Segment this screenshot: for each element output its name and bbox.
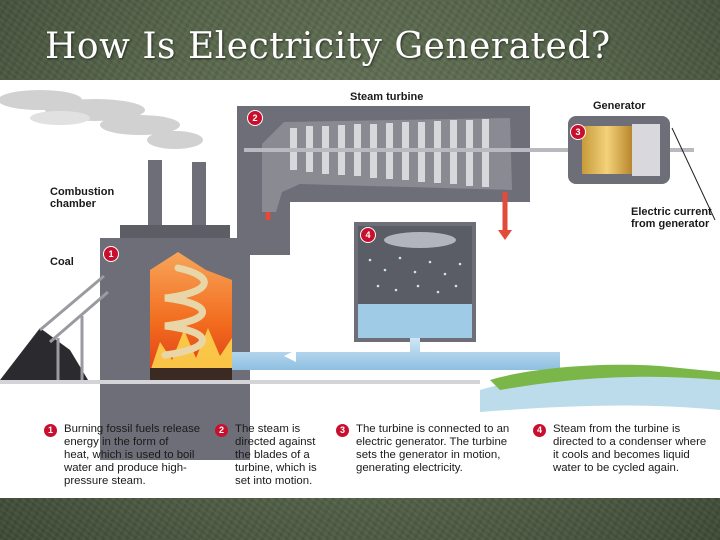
caption-number: 2	[215, 424, 228, 437]
diagram-panel: Steam turbine Generator Combustion chamb…	[0, 80, 720, 498]
generator	[568, 116, 716, 221]
badge-step-3: 3	[570, 124, 586, 140]
steam-turbine	[237, 106, 694, 255]
slide-title: How Is Electricity Generated?	[45, 26, 611, 67]
badge-step-2: 2	[247, 110, 263, 126]
caption-text: The steam is directed against the blades…	[235, 423, 317, 487]
label-combustion-chamber: Combustion chamber	[50, 186, 115, 210]
coal-pile	[0, 328, 88, 380]
caption-number: 4	[533, 424, 546, 437]
caption-text: The turbine is connected to an electric …	[356, 423, 510, 474]
ground-line	[0, 380, 480, 384]
caption-number: 3	[336, 424, 349, 437]
label-coal: Coal	[50, 256, 74, 268]
conveyor	[39, 274, 109, 380]
water-return-pipe	[232, 338, 560, 370]
badge-step-4: 4	[360, 227, 376, 243]
caption-number: 1	[44, 424, 57, 437]
condenser	[354, 222, 476, 342]
badge-step-1: 1	[103, 246, 119, 262]
label-steam-turbine: Steam turbine	[350, 91, 424, 103]
combustion-building	[100, 225, 250, 460]
label-electric-current: Electric current from generator	[631, 206, 712, 230]
turbine-shaft	[244, 148, 694, 152]
smoke	[0, 90, 203, 149]
smokestack-right	[192, 162, 206, 225]
smokestack-left	[148, 160, 162, 225]
caption-text: Burning fossil fuels release energy in t…	[64, 423, 201, 487]
grass-bank	[490, 364, 720, 390]
power-plant-diagram	[0, 90, 720, 460]
caption-text: Steam from the turbine is directed to a …	[553, 423, 707, 474]
label-generator: Generator	[593, 100, 646, 112]
flow-arrow	[284, 350, 296, 362]
boiler-coil	[161, 264, 208, 359]
